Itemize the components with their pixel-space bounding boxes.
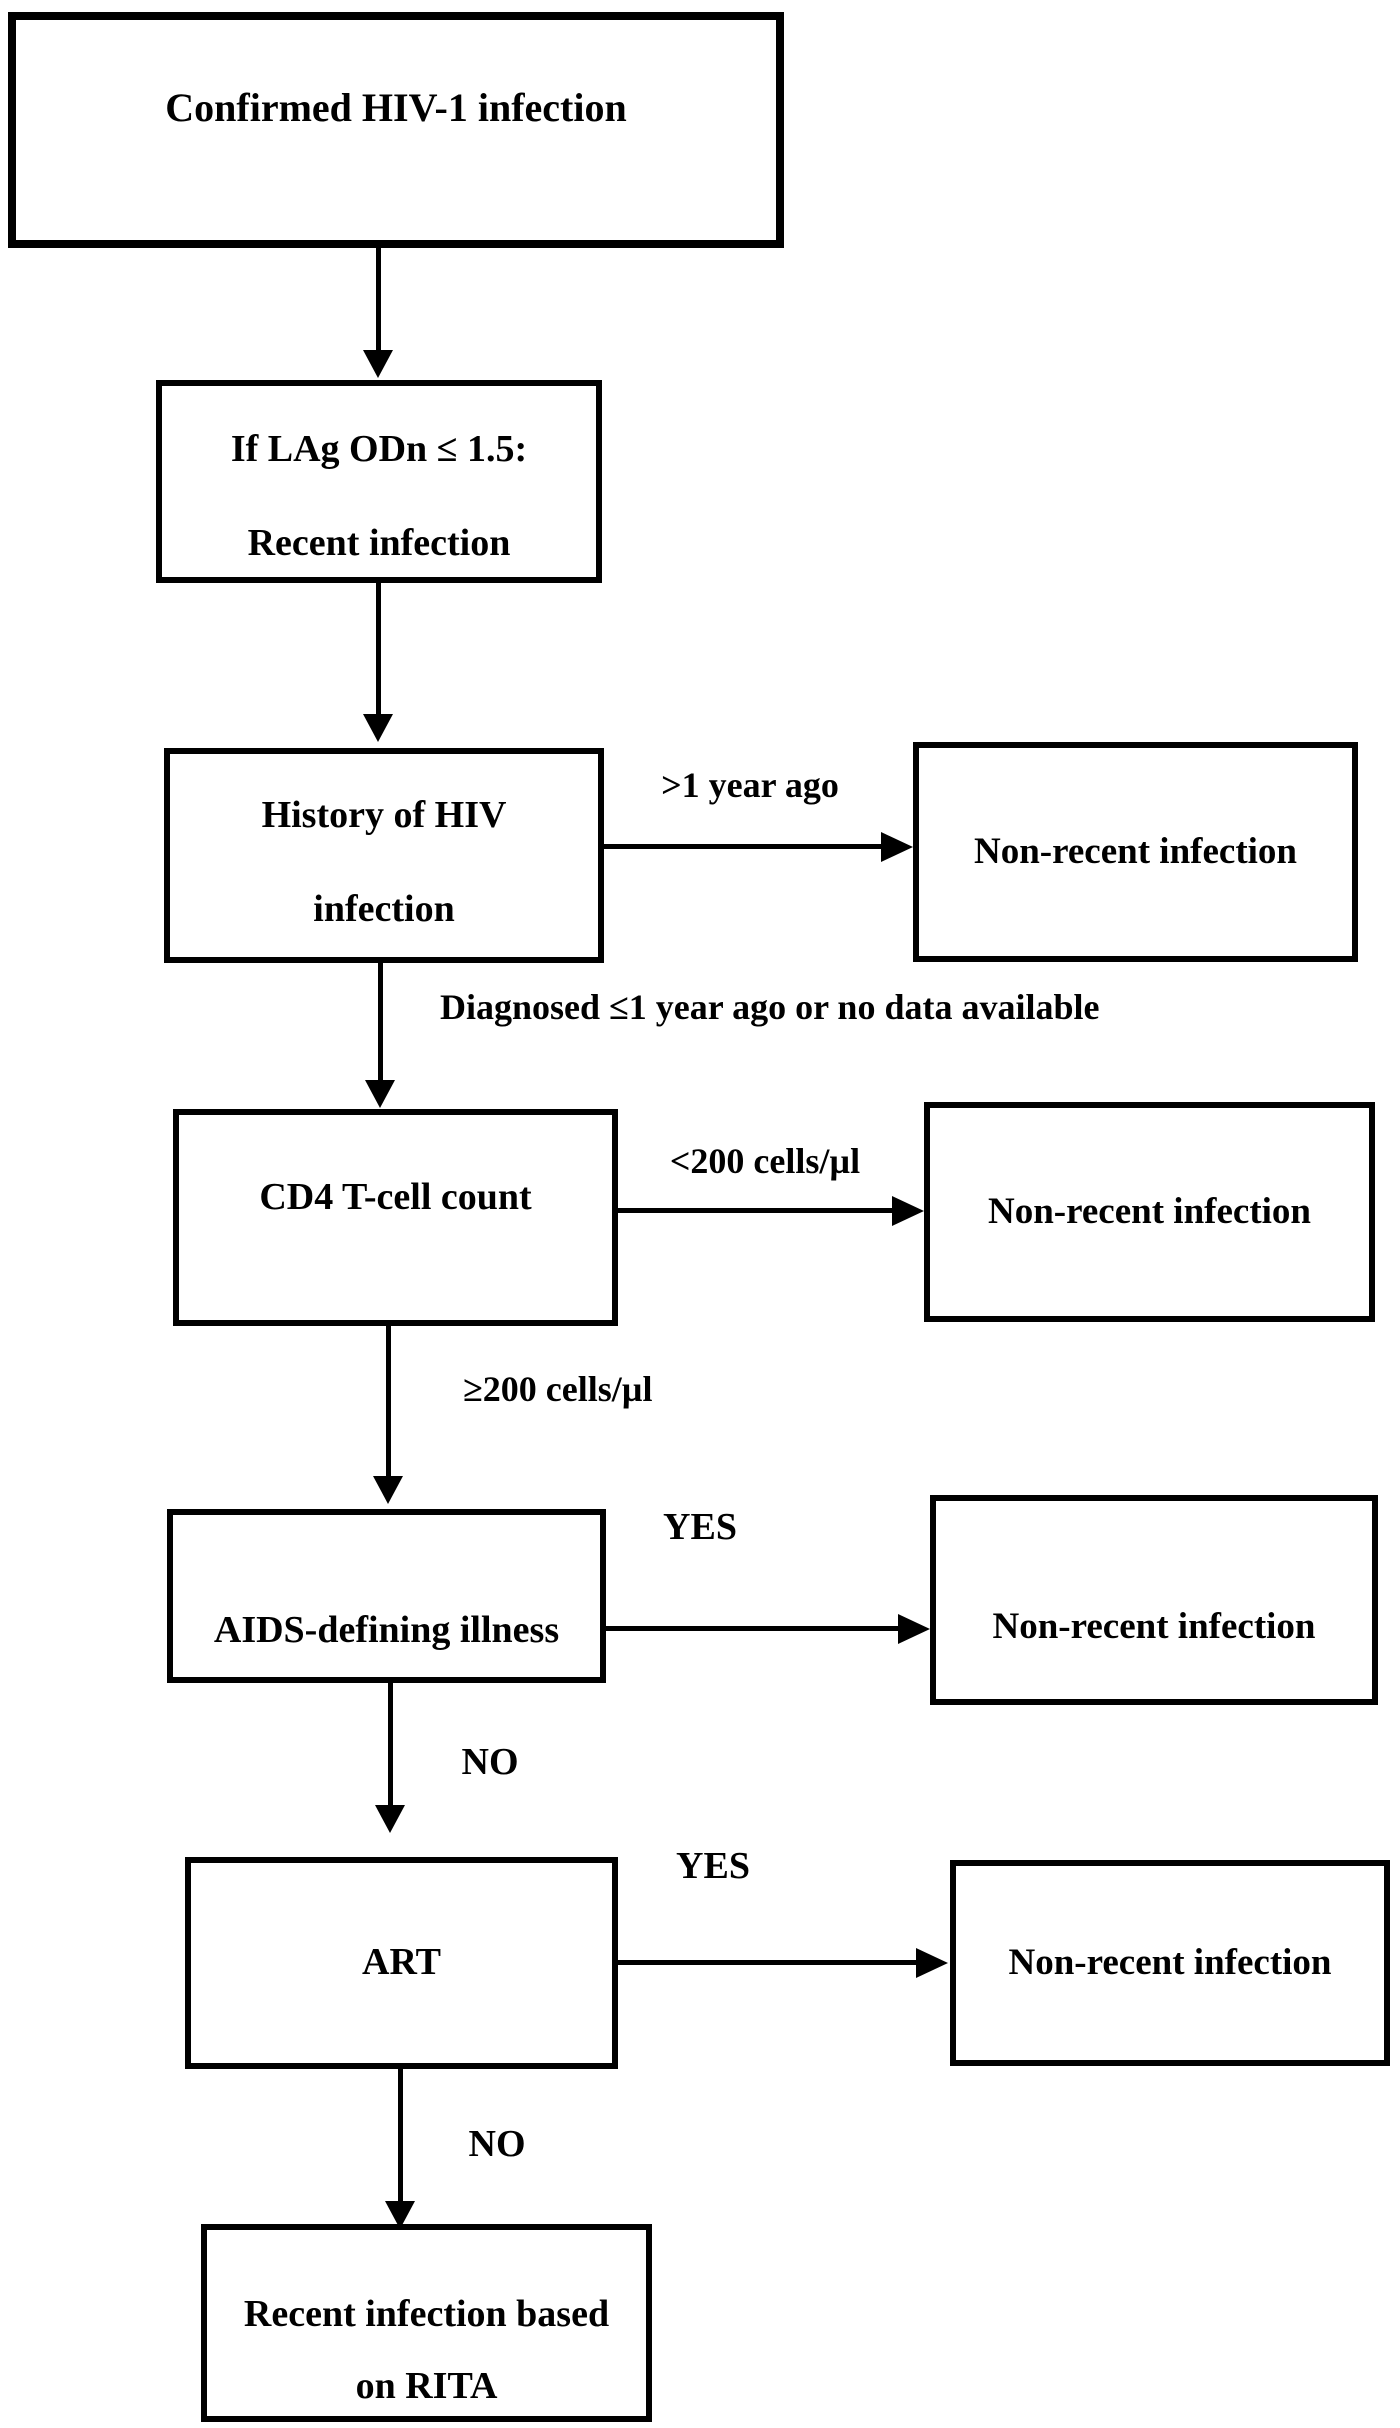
node-art: ART	[185, 1857, 618, 2069]
node-non-recent-2-label: Non-recent infection	[988, 1190, 1311, 1232]
arrow-line	[386, 1326, 391, 1478]
arrow-line	[376, 583, 381, 716]
arrowhead-right-icon	[916, 1948, 948, 1978]
label-no-art: NO	[468, 2123, 526, 2165]
node-non-recent-infection-aids: Non-recent infection	[930, 1495, 1378, 1705]
node-history-line1: History of HIV	[261, 794, 507, 837]
node-rita-line1: Recent infection based	[243, 2292, 610, 2335]
node-confirmed-hiv-infection: Confirmed HIV-1 infection	[8, 12, 784, 248]
node-history-of-hiv-infection: History of HIV infection	[164, 748, 604, 963]
label-no-aids: NO	[461, 1741, 519, 1783]
node-aids-defining-illness: AIDS-defining illness	[167, 1509, 606, 1683]
node-cd4-t-cell-count: CD4 T-cell count	[173, 1109, 618, 1326]
node-lag-odn-line1: If LAg ODn ≤ 1.5:	[230, 427, 528, 470]
arrow-line	[618, 1208, 896, 1213]
label-yes-art: YES	[676, 1845, 750, 1887]
arrowhead-right-icon	[898, 1614, 930, 1644]
node-non-recent-1-label: Non-recent infection	[974, 830, 1297, 872]
node-non-recent-infection-art: Non-recent infection	[950, 1860, 1390, 2066]
arrow-line	[388, 1683, 393, 1807]
arrow-line	[604, 844, 883, 849]
node-non-recent-4-label: Non-recent infection	[1008, 1941, 1332, 1983]
node-non-recent-infection-history: Non-recent infection	[913, 742, 1358, 962]
arrowhead-down-icon	[365, 1080, 395, 1108]
arrowhead-down-icon	[363, 714, 393, 742]
node-lag-odn-recent: If LAg ODn ≤ 1.5: Recent infection	[156, 380, 602, 583]
label-lt-200-cells: <200 cells/µl	[669, 1141, 861, 1181]
node-aids-label: AIDS-defining illness	[213, 1609, 560, 1652]
label-ge-200-cells: ≥200 cells/µl	[463, 1369, 653, 1409]
arrow-line	[618, 1960, 918, 1965]
arrowhead-down-icon	[385, 2201, 415, 2229]
arrowhead-right-icon	[892, 1196, 924, 1226]
node-history-line2: infection	[313, 888, 455, 930]
node-non-recent-infection-cd4: Non-recent infection	[924, 1102, 1375, 1322]
arrow-line	[376, 248, 381, 352]
node-art-label: ART	[362, 1941, 441, 1984]
arrowhead-down-icon	[363, 350, 393, 378]
arrowhead-right-icon	[881, 832, 913, 862]
arrow-line	[378, 963, 383, 1082]
arrowhead-down-icon	[375, 1805, 405, 1833]
node-recent-infection-rita: Recent infection based on RITA	[201, 2224, 652, 2422]
label-gt-1-year-ago: >1 year ago	[661, 765, 839, 805]
arrow-line	[606, 1626, 900, 1631]
arrowhead-down-icon	[373, 1476, 403, 1504]
node-confirmed-hiv-infection-label: Confirmed HIV-1 infection	[165, 84, 627, 130]
node-cd4-label: CD4 T-cell count	[259, 1175, 532, 1218]
label-diagnosed-le-1-year: Diagnosed ≤1 year ago or no data availab…	[440, 987, 1100, 1027]
label-yes-aids: YES	[663, 1506, 737, 1548]
node-non-recent-3-label: Non-recent infection	[992, 1606, 1316, 1648]
arrow-line	[398, 2069, 403, 2203]
node-lag-odn-line2: Recent infection	[247, 521, 511, 564]
node-rita-line2: on RITA	[355, 2364, 498, 2407]
